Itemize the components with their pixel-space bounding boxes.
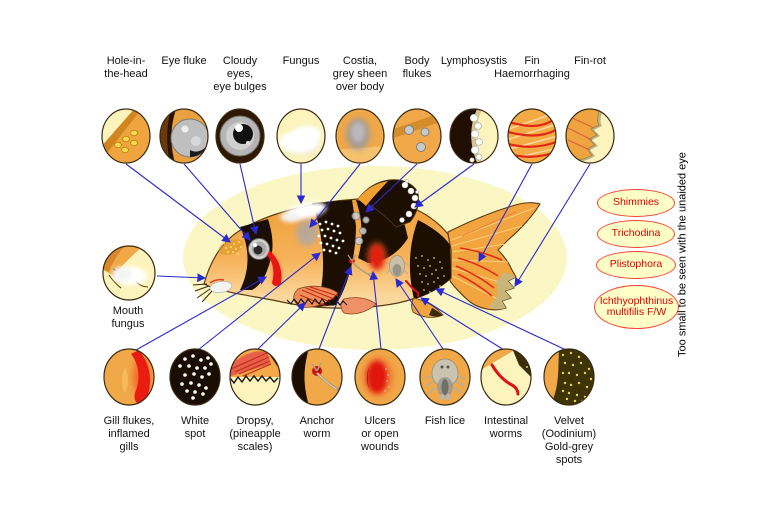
arrows xyxy=(125,163,591,351)
arrow-white-spot xyxy=(197,252,321,351)
arrow-eye-fluke xyxy=(183,163,251,241)
mouth-fungus-mark xyxy=(209,278,233,294)
arrow-mouth-fungus xyxy=(156,273,207,283)
arrow-ulcers xyxy=(369,270,382,350)
label-lymphosystis: Lymphosystis xyxy=(440,55,508,67)
white-spot-marks xyxy=(317,220,345,255)
velvet-marks xyxy=(415,255,445,293)
fish-illustration xyxy=(192,179,541,318)
oval-plistophora: Plistophora xyxy=(596,251,676,279)
label-anchor-worm: Anchor worm xyxy=(299,415,335,440)
inset-gill-flukes xyxy=(103,348,155,406)
inset-cloudy-eyes xyxy=(215,108,265,164)
arrow-body-flukes xyxy=(365,163,418,213)
arrow-lymphosystis xyxy=(414,163,475,208)
anal-fin xyxy=(411,297,444,318)
label-white-spot: White spot xyxy=(180,415,210,440)
inset-anchor-worm xyxy=(291,348,343,406)
oval-shimmies: Shimmies xyxy=(597,189,675,217)
arrow-fin-haemorrhaging xyxy=(478,163,533,262)
arrow-anchor-worm xyxy=(318,265,353,350)
ulcer-mark xyxy=(367,242,387,272)
intestinal-worm-mark xyxy=(405,280,420,297)
arrow-fish-lice xyxy=(395,278,444,350)
label-intestinal-worms: Intestinal worms xyxy=(483,415,529,440)
arrow-dropsy xyxy=(256,302,306,351)
tail-band xyxy=(409,220,451,299)
pelvic-fin xyxy=(340,297,377,315)
label-dropsy: Dropsy, (pineapple scales) xyxy=(229,415,281,453)
inset-white-spot xyxy=(169,348,221,406)
microscopic-note: Too small to be seen with the unaided ey… xyxy=(676,152,689,357)
label-cloudy-eyes: Cloudy eyes, eye bulges xyxy=(213,55,267,93)
inflamed-gill-mark xyxy=(267,251,282,286)
fish-eye xyxy=(248,238,270,260)
inset-intestinal-worms xyxy=(480,348,532,406)
oval-trichodina: Trichodina xyxy=(597,220,675,248)
arrow-costia xyxy=(309,163,361,228)
arrow-intestinal-worms xyxy=(420,297,505,351)
inset-mouth-fungus xyxy=(102,245,156,301)
inset-dropsy xyxy=(229,348,281,406)
pectoral-fin xyxy=(293,285,339,308)
inset-fin-haemorrhaging xyxy=(507,108,557,164)
label-gill-flukes: Gill flukes, inflamed gills xyxy=(103,415,155,453)
inset-ulcers xyxy=(354,348,406,406)
inset-lymphosystis xyxy=(449,108,499,164)
barbels xyxy=(192,283,213,303)
label-velvet: Velvet (Oodinium) Gold-grey spots xyxy=(541,415,597,466)
fin-rot-tissue xyxy=(488,272,516,310)
inset-fish-lice xyxy=(419,348,471,406)
label-fungus: Fungus xyxy=(282,55,320,67)
body-fluke-marks xyxy=(351,211,370,246)
label-fin-rot: Fin-rot xyxy=(574,55,606,67)
label-ulcers: Ulcers or open wounds xyxy=(361,415,399,453)
oval-ichthyophthinus: Ichthyophthinus multifilis F/W xyxy=(594,285,679,329)
label-mouth-fungus: Mouth fungus xyxy=(111,305,145,330)
costia-smudge xyxy=(296,220,318,246)
inset-costia xyxy=(335,108,385,164)
arrow-gill-flukes xyxy=(135,276,267,351)
arrow-hole-in-the-head xyxy=(125,163,231,243)
inset-eye-fluke xyxy=(159,108,209,164)
fungus-patch xyxy=(280,202,327,222)
label-costia: Costia, grey sheen over body xyxy=(332,55,388,93)
label-body-flukes: Body flukes xyxy=(402,55,432,80)
label-fish-lice: Fish lice xyxy=(424,415,466,427)
inset-fungus xyxy=(276,108,326,164)
label-fin-haemorrhaging: Fin Haemorrhaging xyxy=(494,55,570,80)
inset-velvet xyxy=(543,348,595,406)
arrow-fin-rot xyxy=(514,163,591,287)
mid-band xyxy=(312,200,356,307)
inset-fin-rot xyxy=(565,108,615,164)
inset-hole-in-the-head xyxy=(101,108,151,164)
inset-body-flukes xyxy=(392,108,442,164)
label-hole-in-the-head: Hole-in- the-head xyxy=(104,55,148,80)
arrow-velvet xyxy=(435,288,567,351)
fish-louse-mark xyxy=(385,255,409,277)
label-eye-fluke: Eye fluke xyxy=(161,55,207,67)
arrow-cloudy-eyes xyxy=(239,163,259,236)
